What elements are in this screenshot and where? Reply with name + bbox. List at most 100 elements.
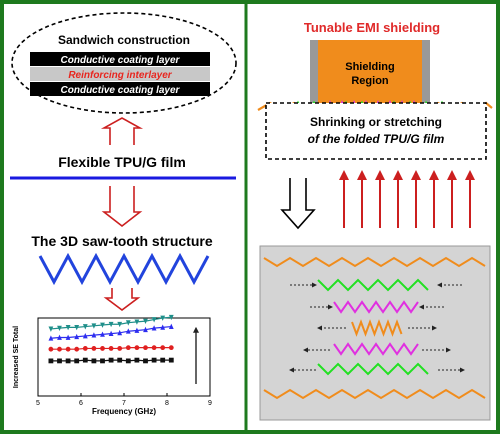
film-label: Flexible TPU/G film [58,154,186,170]
data-point [82,357,88,363]
data-point [117,321,123,328]
data-point [134,327,140,333]
right-title: Tunable EMI shielding [304,20,440,35]
data-point [91,358,97,364]
data-point [100,322,105,328]
data-point [168,323,174,329]
data-point [74,358,80,364]
data-point [91,346,97,351]
grey-orange-wave-top [263,256,486,268]
data-point [57,334,62,340]
data-point [100,358,105,364]
data-point [125,328,131,334]
data-point [82,346,88,351]
data-point [117,346,123,351]
data-point [74,346,80,352]
box-line-2: of the folded TPU/G film [308,132,445,146]
data-point [108,321,114,328]
right-panel: Tunable EMI shielding Shielding Region S… [257,20,493,421]
red-up-arrow-head [447,170,457,180]
data-point [134,345,140,351]
data-point [143,318,148,325]
left-panel: Sandwich construction Conductive coating… [10,12,237,416]
data-point [74,324,80,331]
data-point [168,357,174,363]
box-line-1: Shrinking or stretching [310,115,442,129]
shielding-label-1: Shielding [345,61,395,73]
x-tick-label: 5 [36,400,40,407]
data-point [160,345,166,351]
data-point [65,334,71,340]
data-point [48,326,54,332]
data-point [168,345,174,351]
data-point [57,325,62,332]
red-arrow-up-1 [100,117,144,145]
layer-bottom-bar [30,82,210,96]
x-tick-label: 6 [79,400,83,407]
data-point [74,333,80,340]
data-point [91,332,97,338]
red-arrows-up-group [339,170,475,228]
data-point [125,345,131,351]
data-point [91,323,97,329]
red-up-arrow-head [465,170,475,180]
chart-ylabel: Increased SE Total [13,326,20,388]
red-up-arrow-head [339,170,349,180]
red-up-arrow-head [375,170,385,180]
data-point [82,324,88,330]
data-point [151,325,157,331]
data-point [160,324,166,330]
data-point [134,357,140,363]
data-point [134,319,140,325]
shielding-label-2: Region [351,75,389,87]
data-point [82,333,88,339]
grey-green-wave-2 [317,362,429,376]
data-point [48,358,54,364]
chart-xlabel: Frequency (GHz) [92,407,156,416]
layer-middle-bar [30,67,210,81]
data-point [100,346,105,351]
red-arrow-down-2 [103,288,141,311]
data-point [160,357,166,363]
data-point [100,331,105,337]
data-point [108,346,114,351]
data-point [48,346,54,352]
data-point [143,345,148,351]
data-point [65,324,71,331]
data-point [160,315,166,321]
data-point [57,346,62,352]
grey-green-wave-1 [317,278,429,292]
chart-series-group [48,314,174,364]
shielding-region [318,40,422,104]
x-tick-label: 8 [165,400,169,407]
chart-plot-area [37,317,211,397]
red-up-arrow-head [393,170,403,180]
black-arrow-down [280,178,316,230]
x-tick-label: 9 [208,400,212,407]
data-point [117,329,123,336]
layer-bottom-label: Conductive coating layer [61,85,181,96]
grey-orange-wave-bottom [263,388,486,400]
grey-orange-wave-center [351,319,403,337]
grey-panel-content [263,256,486,400]
data-point [143,358,148,364]
grey-magenta-wave-2 [333,342,419,356]
red-up-arrow-head [429,170,439,180]
data-point [125,358,131,364]
data-point [57,358,62,364]
sawtooth-label: The 3D saw-tooth structure [31,233,212,249]
data-point [151,317,157,323]
data-point [117,357,123,363]
red-up-arrow-head [411,170,421,180]
layer-top-label: Conductive coating layer [61,55,181,66]
layer-top-bar [30,52,210,66]
data-point [168,314,174,321]
data-point [65,358,71,364]
sandwich-title: Sandwich construction [58,33,190,47]
sawtooth-wave [38,252,210,286]
data-point [108,330,114,336]
red-arrow-down-1 [101,186,143,228]
